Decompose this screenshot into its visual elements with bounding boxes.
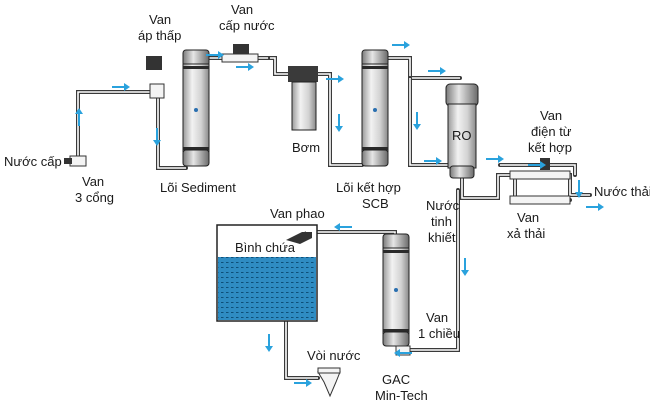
check-valve-label-1: Van bbox=[426, 310, 448, 325]
low-pressure-valve-label-2: áp thấp bbox=[138, 28, 181, 43]
inlet-water-label: Nước cấp bbox=[4, 154, 62, 169]
pure-water-label-1: Nước bbox=[426, 198, 460, 213]
check-valve-label-2: 1 chiều bbox=[418, 326, 460, 341]
pump bbox=[288, 66, 318, 131]
sediment-label: Lõi Sediment bbox=[160, 180, 236, 195]
waste-valve-label-2: xả thải bbox=[507, 226, 545, 241]
waste-water-label: Nước thải bbox=[594, 184, 650, 199]
sediment-filter bbox=[182, 49, 210, 167]
pump-label: Bơm bbox=[292, 140, 320, 155]
scb-label-2: SCB bbox=[362, 196, 389, 211]
feed-valve-label-2: cấp nước bbox=[219, 18, 275, 33]
labels: Van áp thấp Van cấp nước Nước cấp Van 3 … bbox=[4, 2, 650, 403]
solenoid-label-2: điện từ bbox=[531, 124, 572, 139]
tank-label: Bình chứa bbox=[235, 240, 296, 255]
flow-arrows bbox=[75, 41, 604, 387]
waste-valve-label-1: Van bbox=[517, 210, 539, 225]
three-way-valve-label-1: Van bbox=[82, 174, 104, 189]
float-valve-label: Van phao bbox=[270, 206, 325, 221]
pure-water-label-2: tinh bbox=[431, 214, 452, 229]
three-way-valve-label-2: 3 cổng bbox=[75, 190, 114, 205]
solenoid-label-3: kết hợp bbox=[528, 140, 572, 155]
ro-label: RO bbox=[452, 128, 472, 143]
faucet-label: Vòi nước bbox=[307, 348, 361, 363]
fittings bbox=[64, 44, 571, 398]
gac-filter bbox=[382, 233, 410, 347]
ro-membrane: RO bbox=[445, 83, 479, 179]
solenoid-label-1: Van bbox=[540, 108, 562, 123]
gac-label-2: Min-Tech bbox=[375, 388, 428, 403]
low-pressure-valve-label-1: Van bbox=[149, 12, 171, 27]
pipe-network bbox=[76, 50, 592, 380]
feed-valve-label-1: Van bbox=[231, 2, 253, 17]
scb-filter bbox=[361, 49, 389, 167]
storage-tank: Bình chứa bbox=[216, 224, 318, 322]
pure-water-label-3: khiết bbox=[428, 230, 456, 245]
scb-label-1: Lõi kết hợp bbox=[336, 180, 401, 195]
gac-label-1: GAC bbox=[382, 372, 410, 387]
